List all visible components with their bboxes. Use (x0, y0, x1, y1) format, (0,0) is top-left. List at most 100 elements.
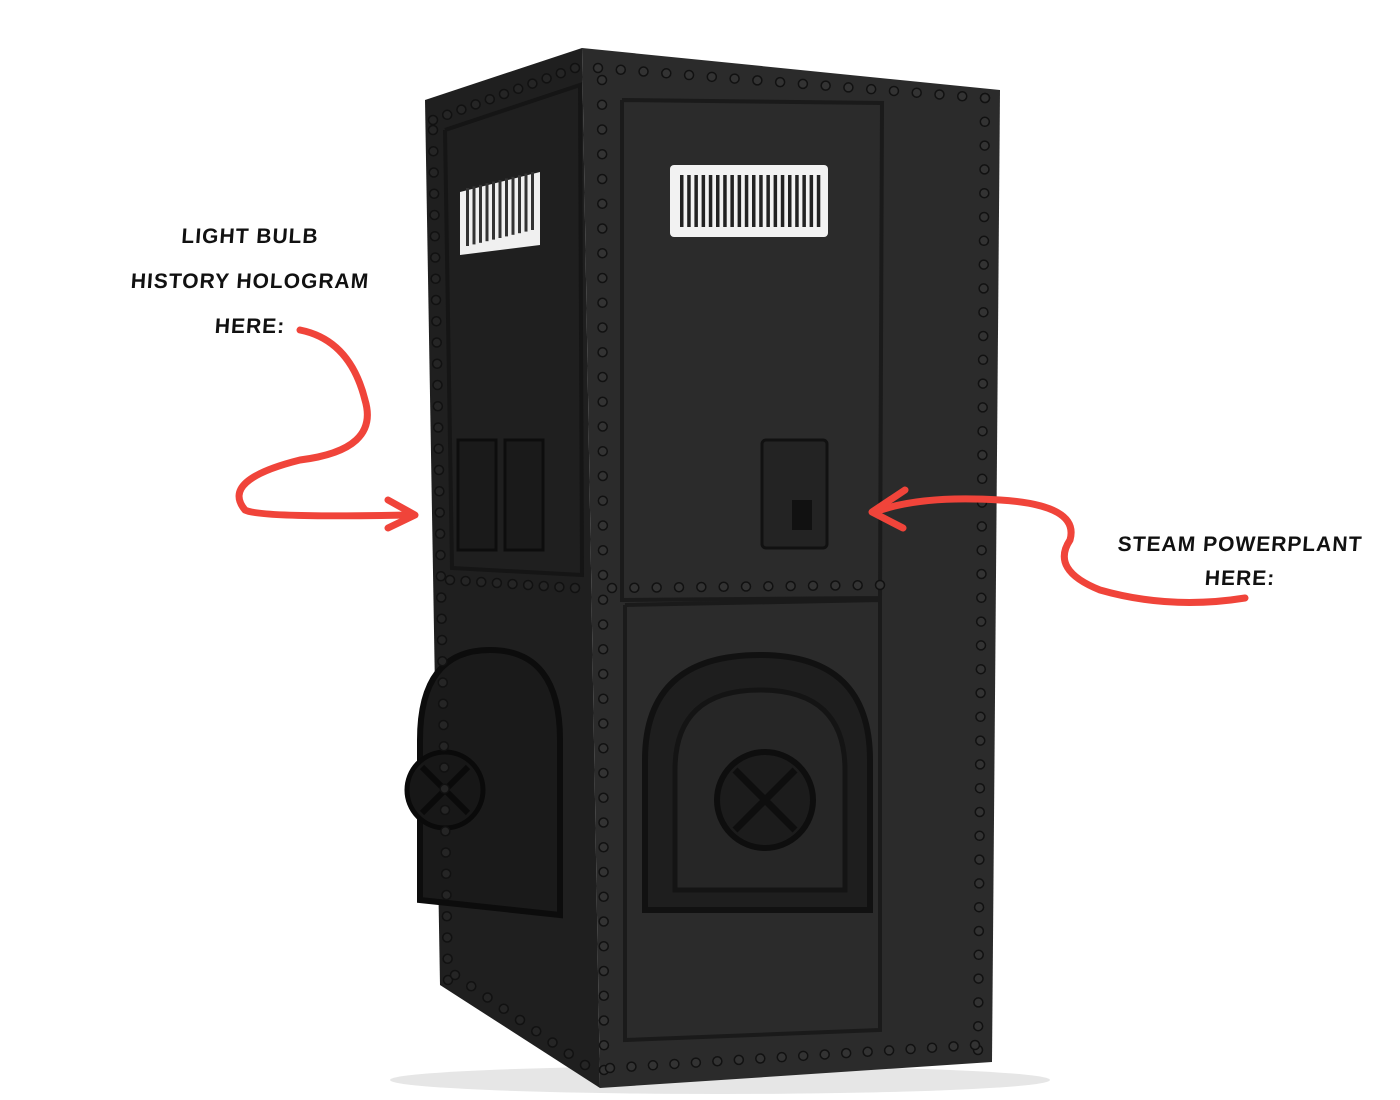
vent-slot (773, 175, 778, 227)
rivet (598, 1040, 610, 1051)
rivet (597, 545, 609, 556)
rivet (435, 571, 447, 582)
rivet (441, 911, 453, 922)
rivet (440, 868, 452, 879)
rivet (597, 396, 608, 407)
rivet (763, 581, 774, 592)
rivet (437, 656, 448, 667)
rivet (978, 306, 989, 318)
rivet (531, 1026, 542, 1037)
rivet (597, 223, 608, 234)
rivet (438, 719, 449, 731)
rivet (830, 580, 841, 591)
side-switch-1 (456, 438, 498, 552)
rivet (843, 82, 854, 93)
rivet (434, 507, 445, 518)
rivet (597, 198, 608, 209)
rivet (440, 847, 451, 858)
rivet (596, 74, 608, 86)
rivet (596, 99, 608, 110)
rivet (597, 421, 608, 432)
rivet (436, 613, 447, 624)
right-annotation-line-1: Steam powerplant (1116, 533, 1364, 556)
rivet (597, 297, 608, 308)
rivet (669, 1058, 680, 1070)
rivet (706, 71, 718, 83)
rivet (629, 582, 640, 593)
rivet (597, 495, 609, 506)
rivet (597, 594, 609, 605)
rivet (977, 449, 988, 461)
rivet (430, 273, 441, 284)
rivet (752, 75, 763, 86)
rivet (598, 792, 609, 803)
rivet (979, 187, 990, 199)
rivet (429, 209, 440, 221)
rivet (755, 1053, 766, 1064)
rivet (431, 316, 442, 327)
rivet (975, 687, 986, 699)
rivet (436, 634, 448, 646)
rivet (442, 953, 453, 964)
rivet (597, 322, 608, 333)
rivet (597, 446, 608, 457)
rivet (441, 889, 452, 901)
rivet (598, 842, 609, 853)
rivet (598, 1015, 610, 1026)
vent-slot (479, 184, 482, 243)
rivet (979, 164, 990, 175)
rivet (976, 544, 987, 556)
rivet (740, 581, 752, 592)
rivet (874, 579, 886, 591)
rivet (598, 817, 609, 828)
rivet (975, 663, 987, 675)
rivet (507, 578, 518, 590)
rivet (435, 549, 446, 561)
rivet (934, 89, 945, 100)
vent-slot (498, 180, 502, 238)
left-arrow-head (384, 496, 419, 532)
rivet (434, 486, 445, 497)
rivet (976, 568, 987, 580)
rivet (797, 1050, 809, 1062)
vent-slot (816, 175, 821, 227)
left-arrow-line (235, 326, 414, 520)
rivet (973, 925, 985, 937)
rivet (973, 878, 985, 889)
vent-slot (802, 175, 806, 227)
rivets (427, 62, 991, 1076)
rivet (862, 1046, 873, 1058)
rivet (774, 76, 786, 88)
rivet (807, 580, 819, 591)
rivet (598, 767, 609, 779)
side-furnace-door (417, 646, 563, 919)
vent-slot (744, 175, 749, 227)
rivet (973, 901, 985, 913)
rivet (797, 78, 809, 90)
rivet (956, 90, 968, 102)
rivet (598, 743, 609, 754)
rivet (554, 581, 565, 593)
rivet (776, 1051, 788, 1063)
rivet (865, 83, 877, 95)
vent-slot (759, 175, 763, 227)
vent-slot (511, 176, 515, 235)
vent-slot (524, 173, 528, 232)
rivet (444, 574, 456, 586)
rivet (976, 521, 988, 532)
rivet (785, 580, 796, 592)
rivet (569, 62, 581, 74)
rivet (596, 124, 608, 135)
rivet (972, 1020, 984, 1032)
rivet (974, 782, 986, 794)
rivet (563, 1048, 574, 1059)
rivet (615, 64, 627, 76)
rivet (977, 425, 988, 437)
rivet (439, 804, 451, 816)
rivet (978, 330, 989, 342)
rivet (718, 581, 729, 592)
rivet (661, 68, 672, 79)
rivet (974, 806, 985, 818)
rivet (429, 231, 441, 242)
